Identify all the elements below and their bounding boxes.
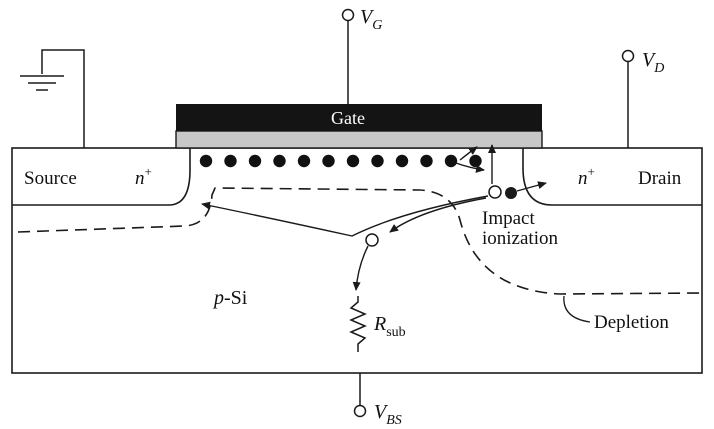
gate-oxide: [175, 130, 543, 149]
rsub-label-subscript: sub: [386, 325, 405, 340]
source-doping-label: n+: [135, 164, 152, 189]
vd-label-subscript: D: [653, 61, 664, 76]
vbs-terminal-icon: [353, 404, 367, 418]
channel-electron-icon: [297, 154, 311, 168]
channel-electron-icon: [469, 154, 482, 168]
drain-doping-label: n+: [578, 164, 595, 189]
channel-electron-icon: [224, 154, 237, 168]
vd-label: VD: [642, 49, 664, 76]
substrate-body: [11, 147, 703, 374]
impact-ionization-label-line1: Impact: [482, 208, 535, 229]
vbs-label: VBS: [374, 401, 402, 428]
hole-icon: [488, 185, 502, 199]
vg-label-subscript: G: [372, 18, 382, 33]
channel-electron-icon: [346, 154, 360, 168]
electron-to-drain-arrow: [516, 181, 547, 192]
vg-label: VG: [360, 6, 382, 33]
vg-terminal-icon: [341, 8, 355, 22]
drain-junction-boundary: [522, 148, 702, 206]
electron-icon: [505, 187, 517, 199]
substrate-hole-icon: [365, 233, 379, 247]
electron-flow-arrow: [455, 162, 485, 173]
depletion-callout-line: [563, 295, 591, 323]
source-label: Source: [24, 168, 77, 189]
rsub-label: Rsub: [373, 313, 406, 340]
hole-to-substrate-arrow: [389, 197, 487, 233]
channel-electron-icon: [322, 154, 335, 168]
channel-electron-icon: [420, 154, 433, 168]
ground-symbol-icon: [20, 49, 85, 148]
channel-electron-icon: [371, 154, 384, 168]
channel-electron-icon: [248, 154, 262, 168]
depletion-boundary: [17, 187, 703, 295]
channel-electron-icon: [444, 154, 458, 168]
vbs-label-subscript: BS: [386, 413, 402, 428]
substrate-resistor-icon: [349, 296, 367, 352]
channel-electrons: [199, 154, 482, 168]
channel-electron-icon: [199, 154, 213, 168]
depletion-label: Depletion: [594, 312, 669, 333]
hot-carrier-gate-arrow-1: [459, 146, 478, 161]
channel-electron-icon: [273, 154, 286, 168]
drain-label: Drain: [638, 168, 682, 189]
hole-to-source-arrow: [201, 195, 489, 237]
gate-electrode: [176, 104, 542, 131]
channel-electron-icon: [395, 154, 409, 168]
substrate-type-label: p-Si: [212, 287, 248, 309]
drain-doping-sup: +: [588, 164, 595, 179]
source-junction-boundary: [12, 148, 191, 206]
vd-terminal-icon: [621, 49, 635, 63]
impact-ionization-label-line2: ionization: [482, 228, 558, 249]
gate-label: Gate: [331, 108, 365, 128]
hole-to-resistor-arrow: [352, 245, 369, 291]
source-doping-sup: +: [145, 164, 152, 179]
